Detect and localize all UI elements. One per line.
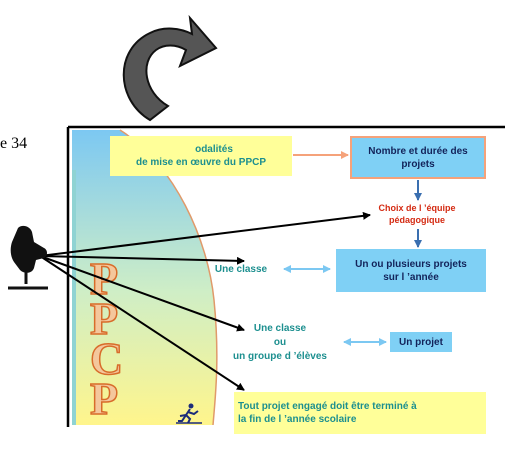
plusieurs-line2: sur l ’année	[383, 271, 439, 283]
plusieurs-projets-box: Un ou plusieurs projets sur l ’année	[336, 249, 486, 292]
arrow-hand-classe	[39, 255, 245, 265]
nombre-line1: Nombre et durée des	[368, 145, 468, 157]
left-strip	[72, 170, 76, 425]
letter-c: C	[89, 332, 124, 385]
modalites-line1: odalités	[195, 144, 233, 155]
groupe-line2: ou	[273, 337, 287, 348]
arrow-hand-groupe	[39, 255, 245, 332]
letter-p3: P	[89, 372, 119, 425]
running-figure-icon	[176, 403, 202, 424]
plusieurs-line1: Un ou plusieurs projets	[355, 258, 467, 270]
letter-p2: P	[89, 292, 119, 345]
pointing-hand-icon	[8, 225, 48, 290]
tout-line1: Tout projet engagé doit être terminé à	[238, 401, 417, 412]
un-projet-box: Un projet	[390, 332, 452, 352]
curved-arrow-icon	[122, 14, 218, 122]
page-number: e 34	[0, 135, 28, 152]
groupe-line1: Une classe	[253, 323, 307, 334]
modalites-box: odalités de mise en œuvre du PPCP	[110, 136, 292, 176]
tout-line2: la fin de l ’année scolaire	[238, 414, 357, 425]
nombre-line2: projets	[401, 158, 435, 170]
nombre-duree-box: Nombre et durée des projets	[350, 136, 486, 179]
gradient-arc-region	[72, 130, 217, 425]
groupe-line3: un groupe d ’élèves	[233, 351, 327, 362]
une-classe-label: Une classe	[214, 264, 268, 275]
arrow-hand-choix	[39, 211, 371, 257]
choix-equipe-label: Choix de l ’équipe pédagogique	[364, 202, 470, 226]
modalites-line2: de mise en œuvre du PPCP	[135, 157, 267, 168]
groupe-label: Une classe ou un groupe d ’élèves	[220, 322, 340, 364]
arrow-hand-tout	[39, 255, 245, 391]
choix-line2: pédagogique	[389, 215, 445, 225]
choix-line1: Choix de l ’équipe	[378, 203, 456, 213]
tout-projet-box: Tout projet engagé doit être terminé à l…	[234, 392, 486, 434]
